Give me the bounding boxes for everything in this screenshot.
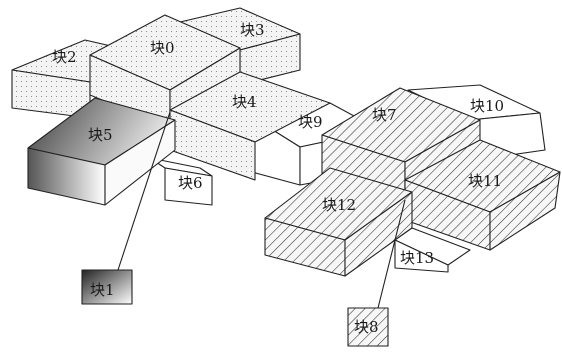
label-block-9: 块9 — [298, 113, 323, 131]
label-block-8: 块8 — [354, 318, 379, 336]
label-block-4: 块4 — [232, 93, 257, 111]
block-5 — [28, 98, 175, 205]
label-block-6: 块6 — [178, 174, 203, 192]
label-block-0: 块0 — [150, 39, 175, 57]
label-block-3: 块3 — [240, 21, 265, 39]
label-block-10: 块10 — [470, 97, 504, 115]
label-block-7: 块7 — [372, 106, 397, 124]
label-block-11: 块11 — [468, 172, 502, 190]
label-block-5: 块5 — [88, 126, 113, 144]
label-block-1: 块1 — [90, 281, 115, 299]
label-block-2: 块2 — [52, 48, 77, 66]
label-block-12: 块12 — [322, 196, 356, 214]
label-block-13: 块13 — [400, 249, 434, 267]
